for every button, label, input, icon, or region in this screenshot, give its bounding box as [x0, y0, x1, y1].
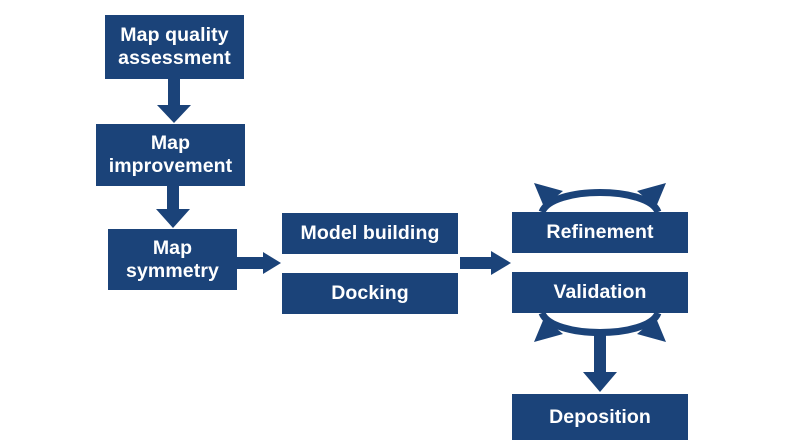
arrow-improvement-to-symmetry	[156, 186, 190, 228]
node-label-map-symmetry: Map symmetry	[126, 236, 219, 282]
node-docking[interactable]: Docking	[282, 273, 458, 314]
node-model-building[interactable]: Model building	[282, 213, 458, 254]
cycle-arc-top	[534, 183, 666, 214]
node-label-map-improvement: Map improvement	[108, 132, 233, 177]
node-validation[interactable]: Validation	[512, 272, 688, 313]
arrow-quality-to-improvement	[157, 79, 191, 123]
node-label-refinement: Refinement	[546, 221, 654, 243]
arrow-cycle-to-deposition	[583, 334, 617, 392]
arrow-symmetry-to-model-group	[237, 252, 281, 274]
node-refinement[interactable]: Refinement	[512, 212, 688, 253]
node-map-improvement[interactable]: Map improvement	[96, 124, 245, 186]
node-label-map-quality-assessment: Map quality assessment	[118, 24, 231, 69]
node-map-symmetry[interactable]: Map symmetry	[108, 229, 237, 290]
cycle-arc-bottom	[534, 311, 666, 342]
node-label-deposition: Deposition	[549, 405, 651, 428]
node-map-quality-assessment[interactable]: Map quality assessment	[105, 15, 244, 79]
arrow-model-group-to-refinement-group	[460, 251, 511, 275]
node-label-validation: Validation	[553, 281, 647, 303]
node-label-docking: Docking	[331, 282, 409, 304]
node-deposition[interactable]: Deposition	[512, 394, 688, 440]
node-label-model-building: Model building	[300, 222, 440, 244]
